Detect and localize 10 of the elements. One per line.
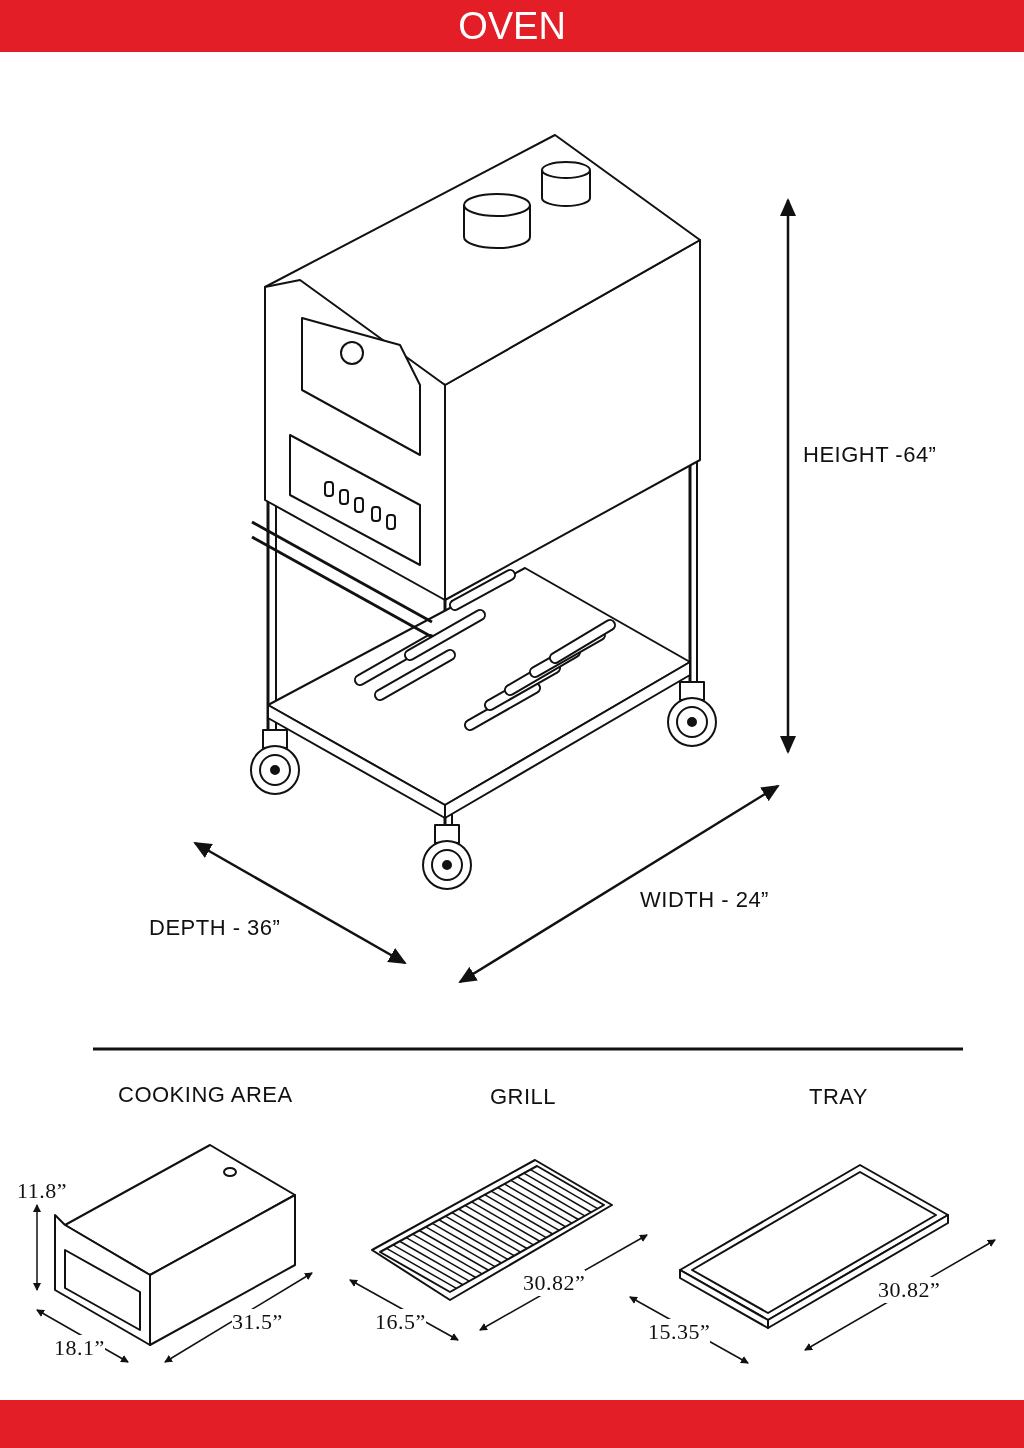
dimension-label: 30.82” (878, 1277, 941, 1303)
dimension-label: DEPTH - 36” (149, 915, 281, 941)
section-heading: GRILL (490, 1084, 557, 1110)
dimension-label: 15.35” (648, 1319, 711, 1345)
dimension-label: HEIGHT -64” (803, 442, 937, 468)
dimension-label: 30.82” (523, 1270, 586, 1296)
title: OVEN (457, 4, 567, 48)
dimension-label: WIDTH - 24” (640, 887, 769, 913)
section-heading: COOKING AREA (118, 1082, 293, 1108)
section-heading: TRAY (809, 1084, 869, 1110)
